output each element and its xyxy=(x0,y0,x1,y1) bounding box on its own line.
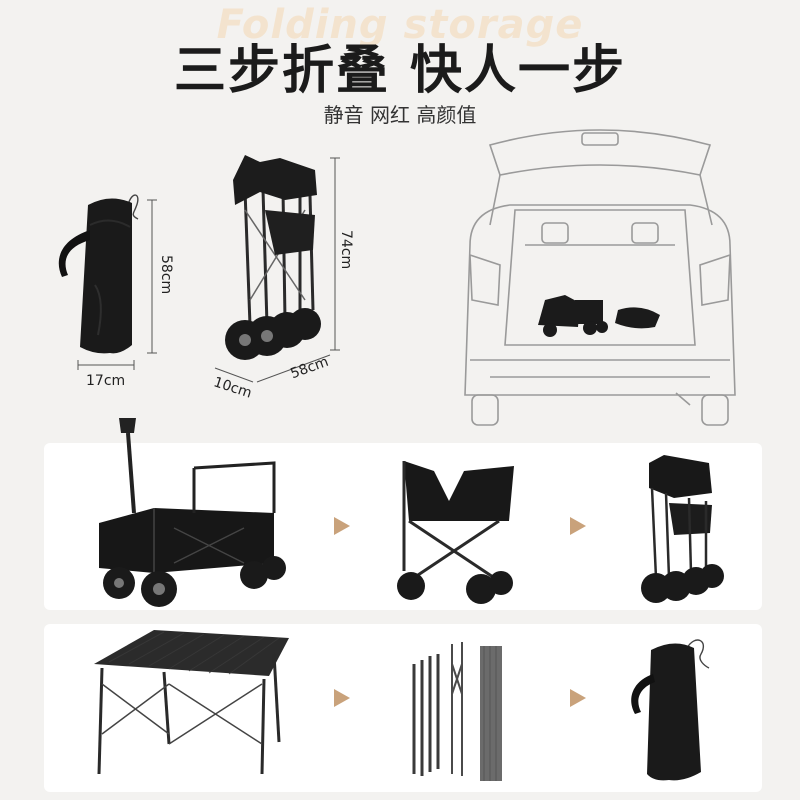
page-title: 三步折叠 快人一步 xyxy=(173,41,627,101)
cart-step-arrow-2 xyxy=(570,517,586,535)
bag-height-label: 58cm xyxy=(158,255,174,295)
bag-width-label: 17cm xyxy=(86,373,126,389)
table-parts-image xyxy=(412,642,502,781)
folded-height-label: 74cm xyxy=(338,230,354,270)
storage-bag-image xyxy=(58,194,157,370)
suv-trunk-image xyxy=(464,129,736,426)
cart-folding-steps-panel xyxy=(44,418,762,610)
page-subtitle: 静音 网红 高颜值 xyxy=(323,103,477,127)
table-step-arrow-1 xyxy=(334,689,350,707)
cart-half-folded-image xyxy=(397,461,514,604)
table-step-arrow-2 xyxy=(570,689,586,707)
watermark-text: Folding storage xyxy=(216,2,584,48)
folded-cart-image xyxy=(214,155,340,383)
table-open-image xyxy=(94,630,289,775)
cart-open-image xyxy=(99,418,286,607)
cart-fully-folded-image xyxy=(641,455,724,603)
table-storage-bag-image xyxy=(631,639,710,781)
cart-step-arrow-1 xyxy=(334,517,350,535)
table-folding-steps-panel xyxy=(44,624,762,792)
